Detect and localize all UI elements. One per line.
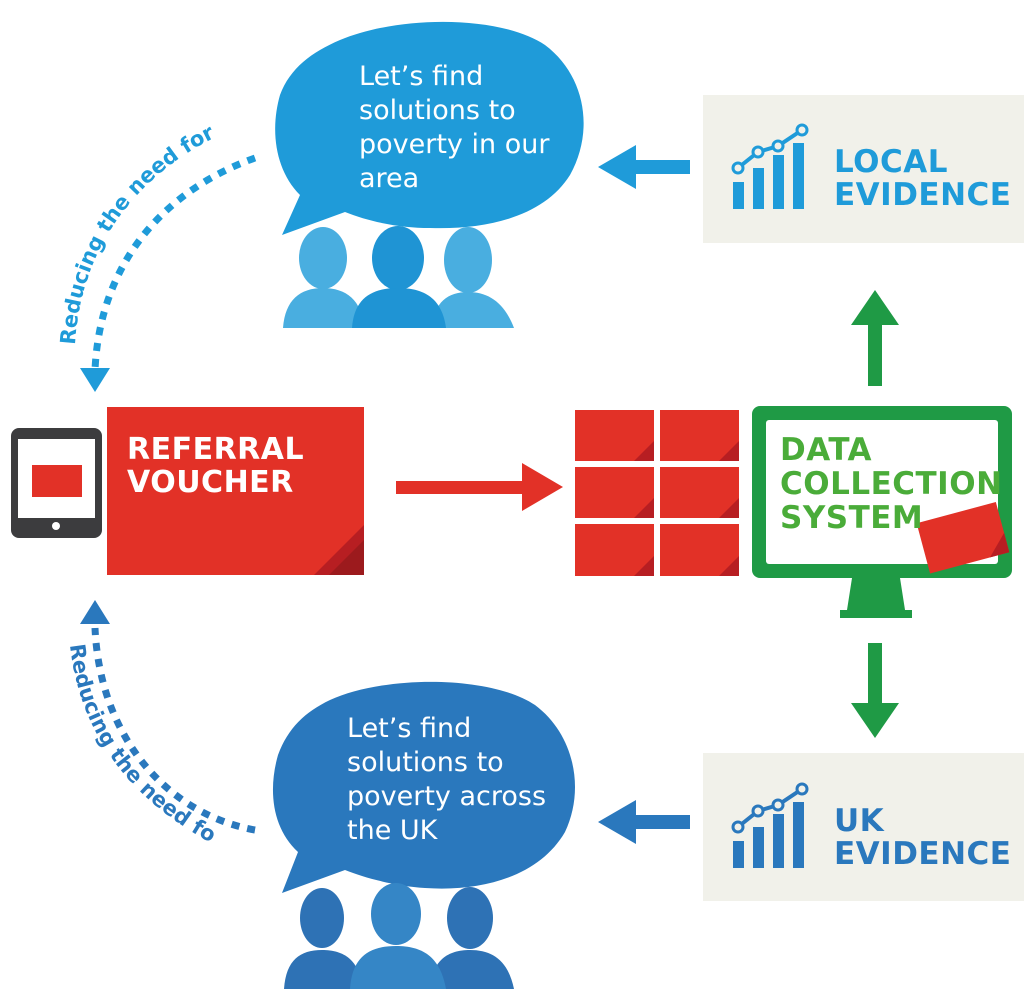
uk-bar-chart-trend-icon <box>731 782 809 868</box>
uk-bubble-line: solutions to <box>347 747 504 778</box>
uk-bubble-line: Let’s find <box>347 713 472 744</box>
local-bubble-line: Let’s find <box>359 61 484 92</box>
local-people-group-icon <box>283 226 514 328</box>
local-speech-bubble <box>275 21 584 235</box>
top-arc-arrowhead-icon <box>80 368 110 392</box>
local-bubble-line: area <box>359 163 420 194</box>
local-evidence-title: LOCAL EVIDENCE <box>834 146 1011 212</box>
system-line: SYSTEM <box>780 500 924 536</box>
local-bubble-line: solutions to <box>359 95 516 126</box>
uk-bubble-line: the UK <box>347 815 438 846</box>
local-bubble-text: Let’s find solutions to poverty in our a… <box>359 60 549 196</box>
up-green-arrow-icon <box>851 290 899 386</box>
local-evidence-line: EVIDENCE <box>834 177 1012 213</box>
uk-bubble-line: poverty across <box>347 781 547 812</box>
bottom-dotted-arc <box>91 627 256 834</box>
monitor-icon <box>752 406 1012 618</box>
data-collection-system-title: DATA COLLECTION SYSTEM <box>780 433 1003 535</box>
top-dotted-arc <box>91 154 257 371</box>
uk-evidence-title: UK EVIDENCE <box>834 805 1011 871</box>
local-bar-chart-trend-icon <box>731 123 809 209</box>
top-arc-label: Reducing the need for <box>56 120 218 345</box>
uk-speech-bubble <box>272 681 575 893</box>
local-bubble-line: poverty in our <box>359 129 550 160</box>
referral-voucher-line: REFERRAL <box>127 432 305 467</box>
referral-voucher-line: VOUCHER <box>127 465 294 500</box>
system-line: DATA <box>780 432 873 468</box>
bottom-arc-arrowhead-icon <box>80 600 110 624</box>
tablet-icon <box>11 428 102 538</box>
local-evidence-arrow-icon <box>598 145 690 189</box>
local-evidence-line: LOCAL <box>834 144 948 180</box>
uk-bubble-text: Let’s find solutions to poverty across t… <box>347 712 546 848</box>
referral-voucher-card <box>107 407 364 575</box>
uk-evidence-arrow-icon <box>598 800 690 844</box>
uk-evidence-line: UK <box>834 803 885 839</box>
down-green-arrow-icon <box>851 643 899 738</box>
referral-voucher-title: REFERRAL VOUCHER <box>127 433 304 499</box>
voucher-grid-icon <box>575 410 739 576</box>
system-line: COLLECTION <box>780 466 1003 502</box>
uk-people-group-icon <box>284 883 514 989</box>
voucher-to-grid-arrow-icon <box>396 463 563 511</box>
uk-evidence-line: EVIDENCE <box>834 836 1012 872</box>
